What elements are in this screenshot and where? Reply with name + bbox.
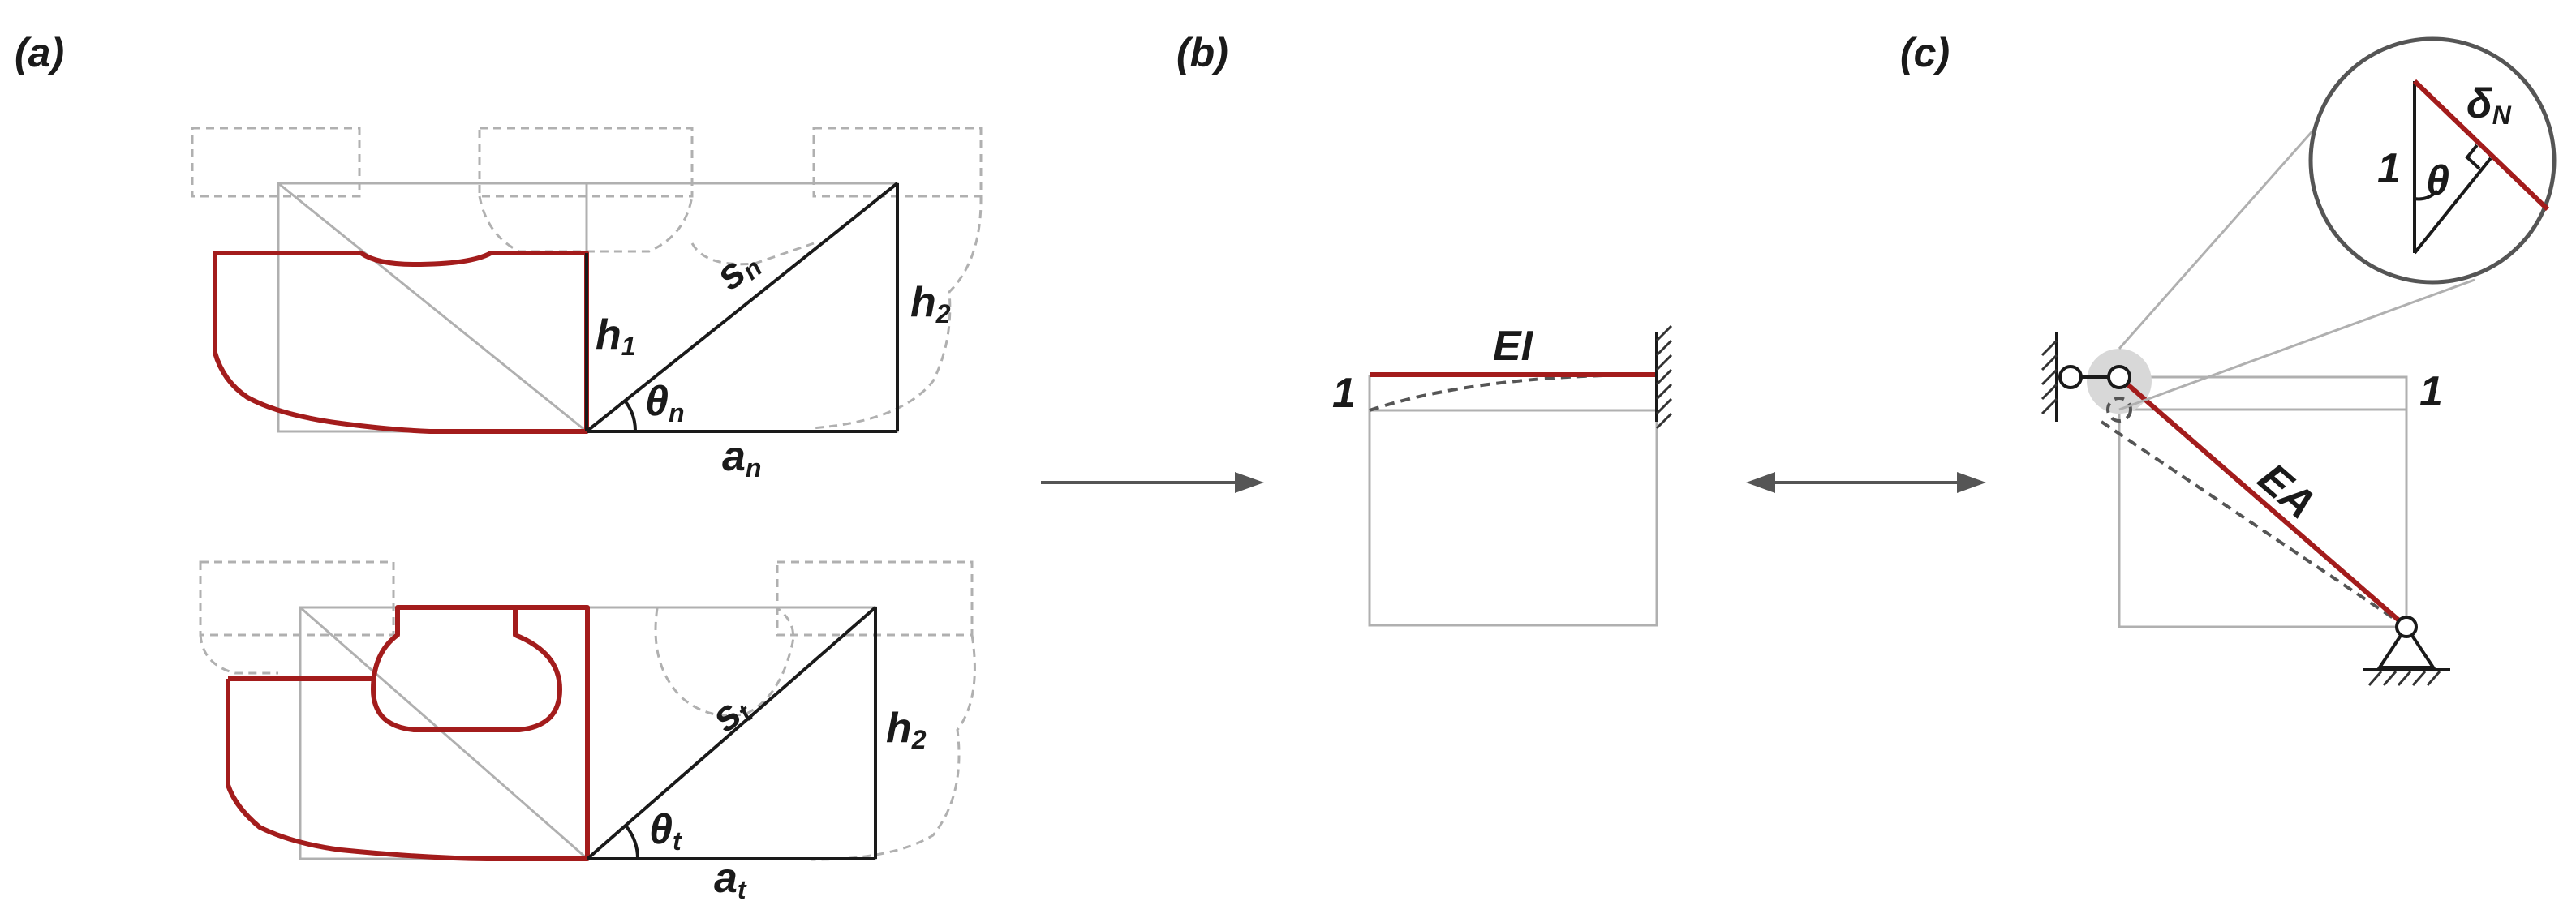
hypotenuse-sn	[585, 182, 899, 433]
inset-circle	[2308, 36, 2557, 285]
bar-ea	[2118, 375, 2408, 629]
red-member-outline	[226, 605, 590, 861]
label-ea: EA	[2249, 454, 2324, 528]
pin-support-hatch	[2367, 671, 2441, 686]
grey-diagonal	[277, 182, 587, 433]
panel-label-a: (a)	[15, 30, 64, 75]
grey-block-rect	[2118, 408, 2408, 628]
label-at: at	[714, 855, 747, 904]
panel-c-diagram	[2041, 36, 2557, 686]
label-h1: h1	[596, 311, 636, 361]
panel-a-top-diagram	[191, 127, 983, 434]
grey-block-rect	[1368, 409, 1658, 627]
pin-support-triangle	[2376, 624, 2436, 669]
label-h2-top: h2	[910, 279, 951, 328]
label-one-inset: 1	[2377, 145, 2401, 192]
dashed-block-curve	[654, 607, 795, 717]
bottom-hinge	[2395, 616, 2418, 638]
label-h2-bottom: h2	[886, 705, 927, 754]
label-one-b: 1	[1332, 370, 1356, 417]
deflected-shape-dashed	[1369, 373, 1658, 412]
label-st: st	[702, 684, 758, 742]
red-member-outline	[213, 251, 589, 434]
panel-label-b: (b)	[1176, 30, 1228, 75]
double-arrow-b-c	[1746, 472, 1986, 493]
label-delta-n: δN	[2466, 80, 2512, 130]
roller-wheel	[2058, 365, 2083, 389]
roller-wall-hatch	[2041, 339, 2058, 415]
fixed-support-hatch	[1655, 324, 1673, 430]
dashed-block-curve	[811, 195, 983, 430]
grey-diagonal	[299, 606, 588, 860]
dashed-block-curve	[199, 634, 278, 675]
label-theta-n: θn	[645, 378, 685, 427]
dashed-block-curve	[478, 195, 694, 253]
inset-angle-arc	[2414, 189, 2439, 201]
label-an: an	[722, 433, 761, 483]
right-angle-mark	[2465, 144, 2481, 170]
angle-arc-theta-n	[623, 399, 638, 432]
inset-bar	[2412, 79, 2550, 212]
dashed-block-curve	[690, 242, 815, 266]
panel-a-bottom-diagram	[199, 560, 976, 861]
top-hinge	[2107, 365, 2131, 389]
arrow-a-to-b	[1041, 472, 1264, 493]
inset-perpendicular	[2413, 157, 2492, 255]
label-one-c: 1	[2419, 368, 2443, 415]
label-sn: sn	[707, 238, 768, 300]
panel-b-diagram	[1368, 324, 1673, 627]
angle-arc-theta-t	[624, 824, 640, 860]
zoom-line	[2118, 103, 2338, 350]
label-ei: EI	[1493, 323, 1534, 370]
dashed-block-curve	[811, 634, 976, 861]
dashed-block-outline	[199, 560, 395, 637]
original-hinge-dashed	[2106, 397, 2132, 423]
dashed-block-outline	[191, 127, 361, 198]
original-bar-dashed	[2100, 420, 2408, 628]
label-theta-inset: θ	[2426, 157, 2449, 204]
panel-label-c: (c)	[1900, 30, 1950, 75]
zoom-line	[2118, 278, 2475, 411]
label-theta-t: θt	[649, 806, 682, 856]
hypotenuse-st	[586, 606, 877, 860]
